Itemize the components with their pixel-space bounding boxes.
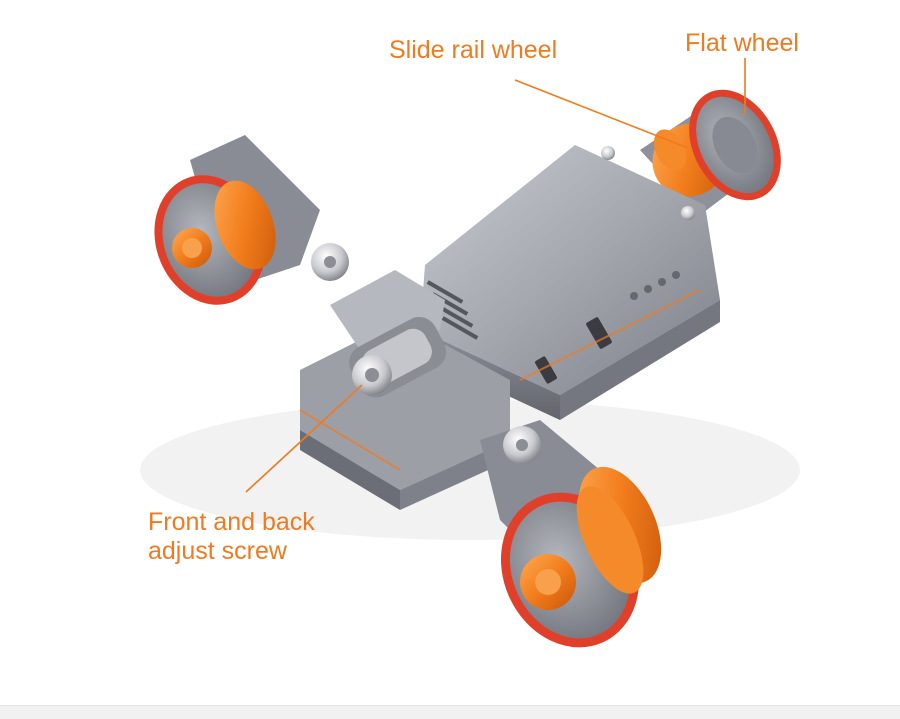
left-wheel-assembly [154,135,349,305]
slide-rail-wheel-label: Slide rail wheel [389,36,558,64]
front-arm-plate [299,270,510,510]
footer-divider-bar [0,705,900,719]
flat-wheel-label: Flat wheel [685,29,799,57]
adjust-screw-leader [245,384,363,493]
front-back-adjust-screw-label-line1: Front and back [148,508,315,536]
callout-leader-lines [245,58,746,493]
front-back-adjust-screw-label-line2: adjust screw [148,537,287,565]
front-back-adjust-screw-label: Front and back adjust screw [148,508,315,566]
slide-rail-wheel-leader [514,79,689,149]
bottom-wheel-assembly [480,420,662,648]
